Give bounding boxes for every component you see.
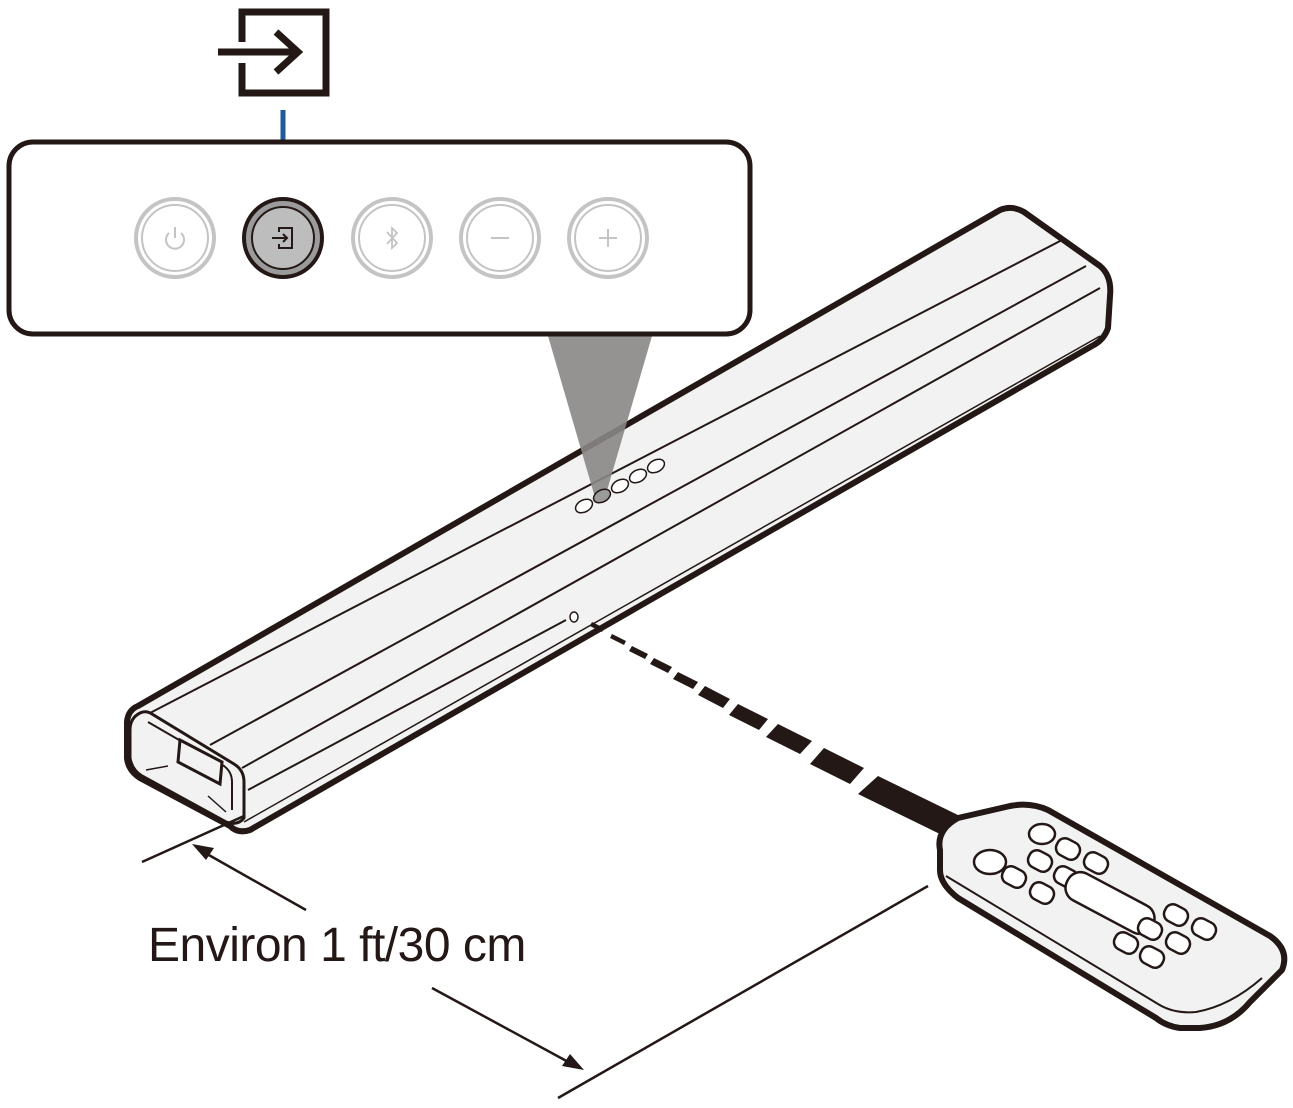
soundbar: [124, 204, 1114, 835]
bluetooth-icon: [386, 225, 399, 251]
volume-down-button: [459, 197, 541, 279]
distance-indicator: [141, 814, 929, 1100]
ir-sensor: [569, 611, 579, 623]
ir-beam: [590, 622, 964, 836]
power-button: [134, 197, 216, 279]
input-icon-enlarged: [218, 8, 330, 97]
volume-up-icon: [599, 229, 617, 247]
spotlight-cone: [548, 336, 652, 494]
input-icon: [272, 227, 293, 249]
soundbar-buttons: [574, 458, 666, 514]
distance-label: Environ 1 ft/30 cm: [148, 919, 526, 972]
volume-up-button: [567, 197, 649, 279]
bluetooth-button: [351, 197, 433, 279]
remote-control: [936, 801, 1288, 1031]
input-button: [242, 197, 324, 279]
power-icon: [165, 227, 185, 250]
